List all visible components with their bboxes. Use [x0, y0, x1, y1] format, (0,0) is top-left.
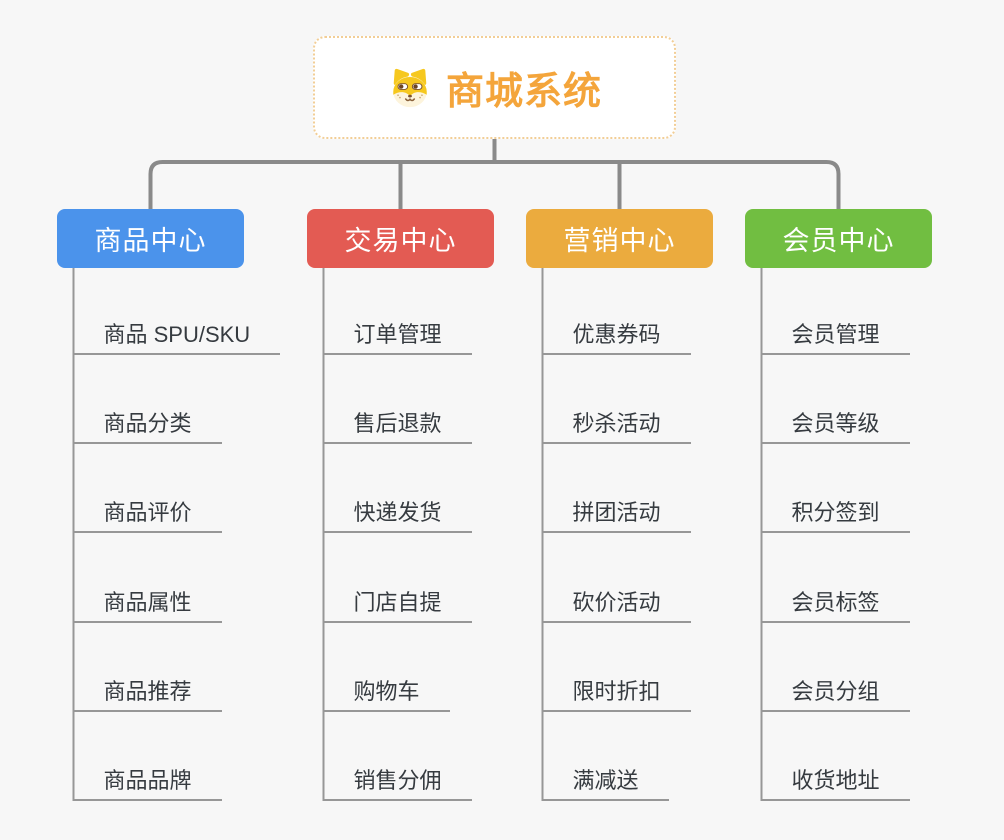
sub-topic[interactable]: 商品分类: [72, 412, 222, 444]
sub-topic[interactable]: 订单管理: [322, 323, 472, 355]
sub-topic[interactable]: 销售分佣: [322, 769, 472, 801]
branch-topic-label: 会员中心: [782, 226, 895, 256]
sub-topic[interactable]: 限时折扣: [541, 680, 691, 712]
root-topic-label: 商城系统: [445, 71, 602, 113]
shiba-dog-icon: [393, 68, 427, 107]
branch-topic-1[interactable]: 商品中心: [57, 209, 244, 268]
sub-topic[interactable]: 拼团活动: [541, 501, 691, 533]
sub-topic[interactable]: 商品推荐: [72, 680, 222, 712]
branch-topic-label: 商品中心: [94, 226, 207, 256]
branch-topic-label: 交易中心: [344, 226, 457, 256]
sub-topic[interactable]: 会员管理: [760, 323, 910, 355]
sub-topic[interactable]: 会员等级: [760, 412, 910, 444]
sub-topic[interactable]: 商品属性: [72, 591, 222, 623]
branch-topic-2[interactable]: 交易中心: [307, 209, 494, 268]
branch-topic-3[interactable]: 营销中心: [526, 209, 713, 268]
sub-topic[interactable]: 砍价活动: [541, 591, 691, 623]
sub-topic[interactable]: 快递发货: [322, 501, 472, 533]
sub-topic[interactable]: 积分签到: [760, 501, 910, 533]
sub-topic[interactable]: 门店自提: [322, 591, 472, 623]
sub-topic[interactable]: 优惠券码: [541, 323, 691, 355]
sub-topic[interactable]: 会员分组: [760, 680, 910, 712]
sub-topic[interactable]: 售后退款: [322, 412, 472, 444]
sub-topic[interactable]: 商品评价: [72, 501, 222, 533]
branch-bus-line: [148, 160, 841, 209]
sub-topic[interactable]: 满减送: [541, 769, 669, 801]
branch-topic-label: 营销中心: [563, 226, 676, 256]
sub-topic[interactable]: 收货地址: [760, 769, 910, 801]
branch-topic-4[interactable]: 会员中心: [745, 209, 932, 268]
sub-topic[interactable]: 会员标签: [760, 591, 910, 623]
root-topic[interactable]: 商城系统: [313, 36, 676, 139]
sub-topic[interactable]: 商品 SPU/SKU: [72, 323, 281, 355]
sub-topic[interactable]: 秒杀活动: [541, 412, 691, 444]
sub-topic[interactable]: 购物车: [322, 680, 450, 712]
sub-topic[interactable]: 商品品牌: [72, 769, 222, 801]
